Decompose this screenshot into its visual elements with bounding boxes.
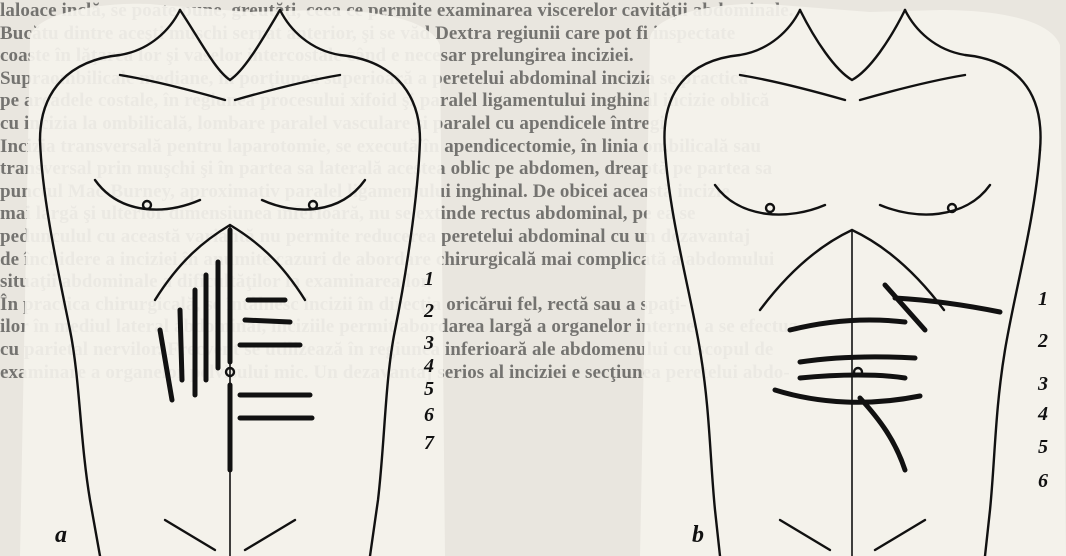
label-a-5: 5 [424,378,434,401]
label-a-3: 3 [424,332,434,355]
label-a-4: 4 [424,355,434,378]
figure-panel-a [20,4,445,556]
label-b-1: 1 [1038,288,1048,311]
panel-label-a: a [55,522,67,549]
label-a-6: 6 [424,404,434,427]
panel-label-b: b [692,522,704,549]
label-a-1: 1 [424,268,434,291]
figure-panel-b [640,4,1066,556]
label-b-3: 3 [1038,373,1048,396]
label-b-2: 2 [1038,330,1048,353]
label-b-6: 6 [1038,470,1048,493]
label-a-7: 7 [424,432,434,455]
label-b-4: 4 [1038,403,1048,426]
label-a-2: 2 [424,300,434,323]
label-b-5: 5 [1038,436,1048,459]
